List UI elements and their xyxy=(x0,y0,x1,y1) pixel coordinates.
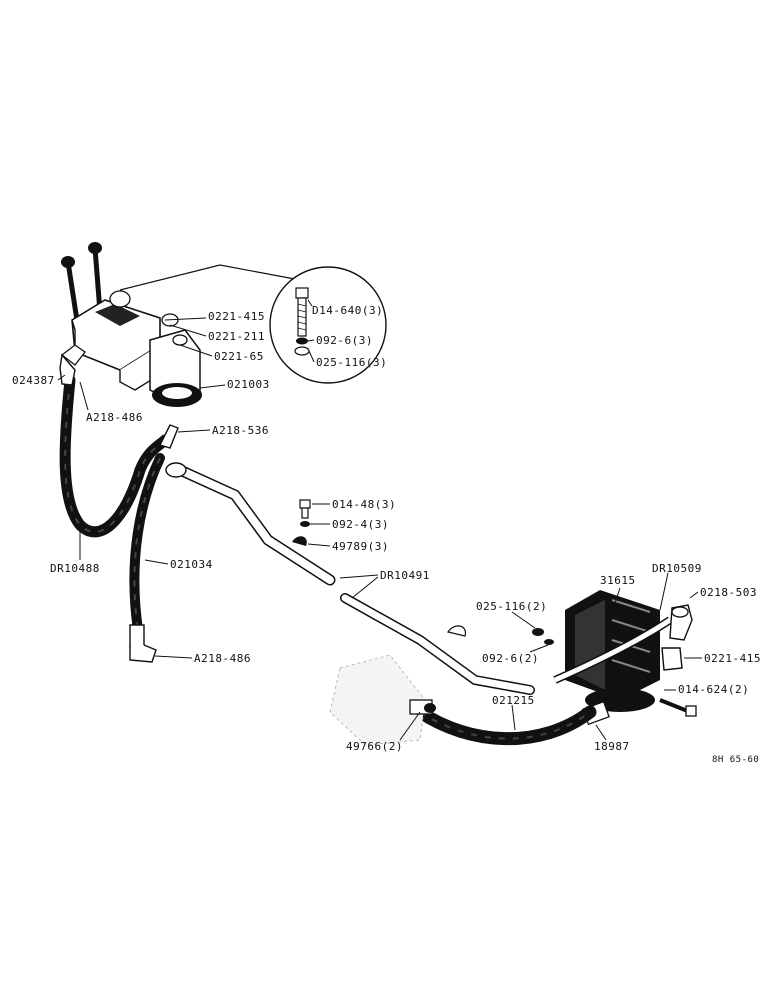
label-dr10488: DR10488 xyxy=(50,562,100,575)
label-021034: 021034 xyxy=(170,558,213,571)
label-18987: 18987 xyxy=(594,740,630,753)
fitting-49766 xyxy=(409,699,436,715)
label-014-48: 014-48(3) xyxy=(332,498,396,511)
label-0221-415-right: 0221-415 xyxy=(704,652,761,665)
label-dr10491: DR10491 xyxy=(380,569,430,582)
label-49766: 49766(2) xyxy=(346,740,403,753)
label-025-116-2: 025-116(2) xyxy=(476,600,547,613)
cylinder-outline xyxy=(329,654,426,746)
label-49789: 49789(3) xyxy=(332,540,389,553)
lever-knob-right xyxy=(88,242,102,254)
inset-leader-line xyxy=(119,264,301,291)
label-0221-65: 0221-65 xyxy=(214,350,264,363)
lever-knob-left xyxy=(61,256,75,268)
fitting-a218-536 xyxy=(159,424,179,449)
fitting-024387 xyxy=(59,353,76,386)
clamp-bolt-group xyxy=(292,499,311,546)
inset-detail xyxy=(269,266,387,384)
control-valve xyxy=(60,242,202,407)
label-025-116-3: 025-116(3) xyxy=(316,356,387,369)
label-a218-536: A218-536 xyxy=(212,424,269,437)
label-021003: 021003 xyxy=(227,378,270,391)
drawing-number: 8H 65-60 xyxy=(712,755,759,765)
label-0221-211: 0221-211 xyxy=(208,330,265,343)
fitting-a218-486-bottom xyxy=(129,624,157,663)
label-dr10509: DR10509 xyxy=(652,562,702,575)
leader-lines xyxy=(57,317,702,741)
label-014-624: 014-624(2) xyxy=(678,683,749,696)
label-021215: 021215 xyxy=(492,694,535,707)
bolt-014-624 xyxy=(659,698,697,717)
label-092-6-3: 092-6(3) xyxy=(316,334,373,347)
label-014-640: D14-640(3) xyxy=(312,304,383,317)
pump-31615 xyxy=(565,590,660,712)
label-0218-503: 0218-503 xyxy=(700,586,757,599)
label-024387: 024387 xyxy=(12,374,55,387)
label-a218-486-top: A218-486 xyxy=(86,411,143,424)
label-0221-415-top: 0221-415 xyxy=(208,310,265,323)
label-a218-486-bottom: A218-486 xyxy=(194,652,251,665)
inset-bolt-head xyxy=(295,287,309,299)
hose-dr10488 xyxy=(59,374,171,538)
inset-nut xyxy=(294,346,310,356)
washer-group-2 xyxy=(446,625,554,645)
label-092-4: 092-4(3) xyxy=(332,518,389,531)
label-092-6-2: 092-6(2) xyxy=(482,652,539,665)
fitting-0221-415-right xyxy=(661,647,683,671)
inset-lock-washer xyxy=(296,337,308,345)
label-31615: 31615 xyxy=(600,574,636,587)
